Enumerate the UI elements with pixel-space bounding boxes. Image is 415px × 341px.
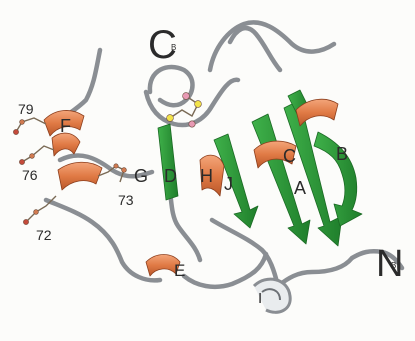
helix-g-label: G [134,166,148,186]
strand-i-label: I [258,290,262,307]
sidechain-76 [22,146,54,162]
strand-d-label: D [164,166,177,186]
c-terminus-sub: B [171,43,176,52]
residue-76-label: 76 [22,167,38,183]
residue-73-label: 73 [118,192,134,208]
coil-bottom-right [278,258,352,286]
helix-g [58,162,102,190]
atom [122,168,127,173]
helix-c-label: C [283,146,296,166]
atom [20,120,25,125]
atom [23,219,28,224]
atom [19,159,24,164]
residue-72-label: 72 [36,227,52,243]
coil-top-right [210,22,334,70]
helix-f-2 [52,133,80,156]
sidechain-72 [26,196,56,222]
coil-left-low [46,200,160,280]
residue-79-label: 79 [18,101,34,117]
strand-d [158,124,178,200]
atom-pink [189,121,195,127]
atom [34,210,39,215]
strand-a-label: A [294,178,306,198]
strand-b-label: B [336,144,348,164]
helix-f-label: F [60,116,71,136]
coil-top-right-2 [230,28,280,70]
strand-center-b [284,100,342,246]
n-terminus-sub: B [391,261,396,270]
strand-j-label: J [224,174,233,194]
n-terminus-label: N [376,243,403,285]
helix-h-label: H [200,166,213,186]
coil-bottom [184,254,266,287]
atom-sulfur [195,101,202,108]
helix-e-label: E [174,261,185,280]
atom-pink [183,93,190,100]
atom [30,154,35,159]
atom [114,164,118,168]
atom-sulfur [167,115,174,122]
atom [13,129,18,134]
